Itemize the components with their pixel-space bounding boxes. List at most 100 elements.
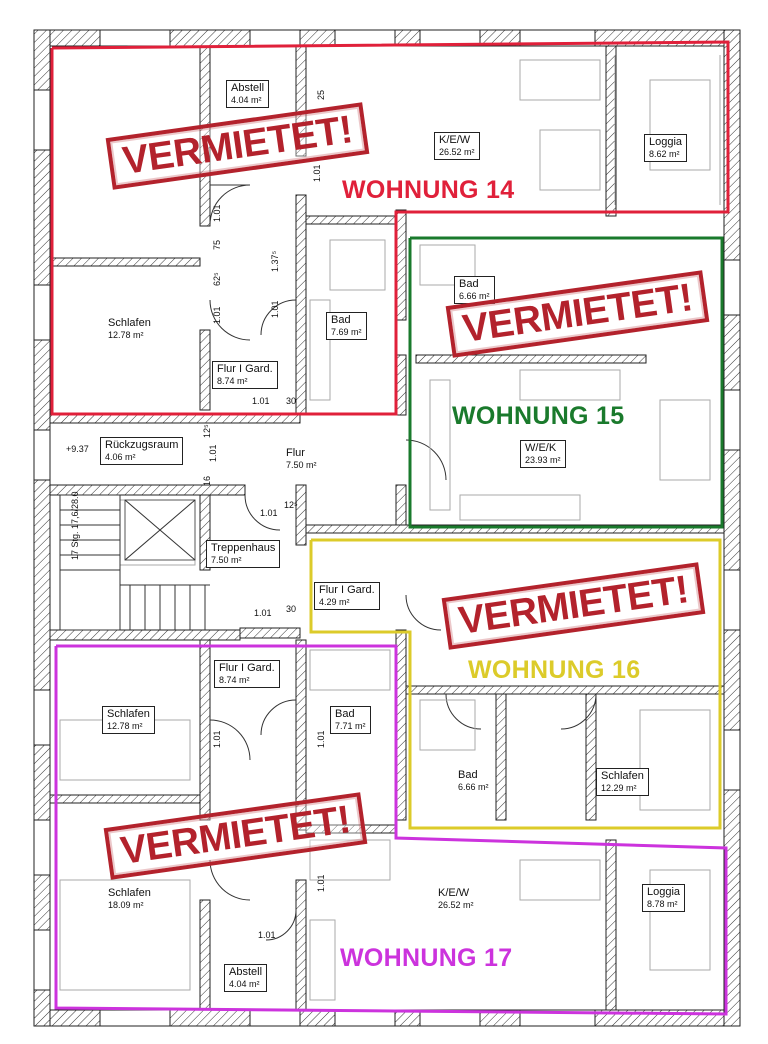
room-area: 7.69 m² (331, 327, 362, 337)
dim-label: 1.01 (252, 396, 270, 406)
room-name: Flur (286, 447, 305, 459)
dim-label: 12⁵ (284, 500, 298, 510)
room-area: 12.29 m² (601, 783, 637, 793)
outline-w17 (54, 644, 728, 1016)
room-name: K/E/W (439, 134, 471, 146)
outline-w15 (408, 236, 724, 529)
doors (209, 184, 597, 941)
room-name: Flur I Gard. (219, 662, 275, 674)
dim-label: 75 (212, 239, 222, 250)
room-name: Loggia (649, 136, 683, 148)
apartment-name-w14: WOHNUNG 14 (342, 176, 515, 204)
furniture (59, 55, 721, 1001)
apartment-name-w17: WOHNUNG 17 (340, 944, 513, 972)
dim-label: 30 (286, 604, 297, 614)
room-name: Rückzugsraum (105, 439, 179, 451)
room-name: Treppenhaus (211, 542, 276, 554)
room-area: 8.74 m² (217, 376, 248, 386)
dim-label: 1.01 (212, 730, 222, 748)
room-area: 4.04 m² (231, 95, 262, 105)
dim-label: 25 (316, 89, 326, 100)
apartment-name-w15: WOHNUNG 15 (452, 402, 625, 430)
dim-label: 1.01 (316, 874, 326, 892)
room-name: W/E/K (525, 442, 557, 454)
room-area: 6.66 m² (458, 782, 489, 792)
room-area: 26.52 m² (438, 900, 474, 910)
dim-label: 62⁵ (212, 272, 222, 286)
room-name: Abstell (229, 966, 263, 978)
room-name: Bad (331, 314, 351, 326)
room-area: 18.09 m² (108, 900, 144, 910)
room-area: 26.52 m² (439, 147, 475, 157)
room-name: Loggia (647, 886, 681, 898)
room-name: Bad (335, 708, 355, 720)
room-name: Schlafen (108, 317, 151, 329)
outline-w14 (50, 40, 730, 416)
room-area: 7.71 m² (335, 721, 366, 731)
stairs-label: 17 Stg. 17,6/28.0 (70, 491, 80, 560)
room-label-flur-gard-w16: Flur I Gard.4.29 m² (314, 582, 380, 610)
room-name: Schlafen (108, 887, 151, 899)
apartment-outlines (50, 40, 730, 1016)
dim-label: 1.01 (254, 608, 272, 618)
room-area: 4.06 m² (105, 452, 136, 462)
dim-label: 1.01 (316, 730, 326, 748)
dim-label: 12⁵ (202, 424, 212, 438)
room-area: 8.74 m² (219, 675, 250, 685)
stairs (59, 494, 210, 631)
room-area: 4.04 m² (229, 979, 260, 989)
dim-label: +9.37 (66, 444, 89, 454)
room-area: 6.66 m² (459, 291, 490, 301)
outer-walls (33, 29, 741, 1027)
dim-label: 1.37⁵ (270, 250, 280, 272)
room-area: 8.62 m² (649, 149, 680, 159)
apartment-name-w16: WOHNUNG 16 (468, 656, 641, 684)
dim-label: 16 (202, 475, 212, 486)
dim-label: 1.01 (260, 508, 278, 518)
room-label-flur-gard-w14: Flur I Gard.8.74 m² (212, 361, 278, 389)
dim-label: 1.01 (312, 164, 322, 182)
room-name: Flur I Gard. (217, 363, 273, 375)
room-area: 4.29 m² (319, 597, 350, 607)
room-area: 23.93 m² (525, 455, 561, 465)
room-name: Abstell (231, 82, 265, 94)
room-name: Bad (459, 278, 479, 290)
dim-label: 1.01 (212, 204, 222, 222)
room-name: Bad (458, 769, 478, 781)
outline-w16 (309, 538, 722, 830)
room-name: Flur I Gard. (319, 584, 375, 596)
dim-label: 1.01 (212, 306, 222, 324)
dim-label: 1.01 (270, 300, 280, 318)
room-area: 8.78 m² (647, 899, 678, 909)
room-area: 12.78 m² (107, 721, 143, 731)
room-name: Schlafen (107, 708, 150, 720)
dim-label: 30 (286, 396, 297, 406)
room-name: K/E/W (438, 887, 470, 899)
room-area: 12.78 m² (108, 330, 144, 340)
interior-walls (49, 45, 725, 1011)
room-area: 7.50 m² (286, 460, 317, 470)
room-label-flur-gard-w17: Flur I Gard.8.74 m² (214, 660, 280, 688)
room-area: 7.50 m² (211, 555, 242, 565)
dim-label: 1.01 (258, 930, 276, 940)
room-name: Schlafen (601, 770, 644, 782)
dim-label: 1.01 (208, 444, 218, 462)
